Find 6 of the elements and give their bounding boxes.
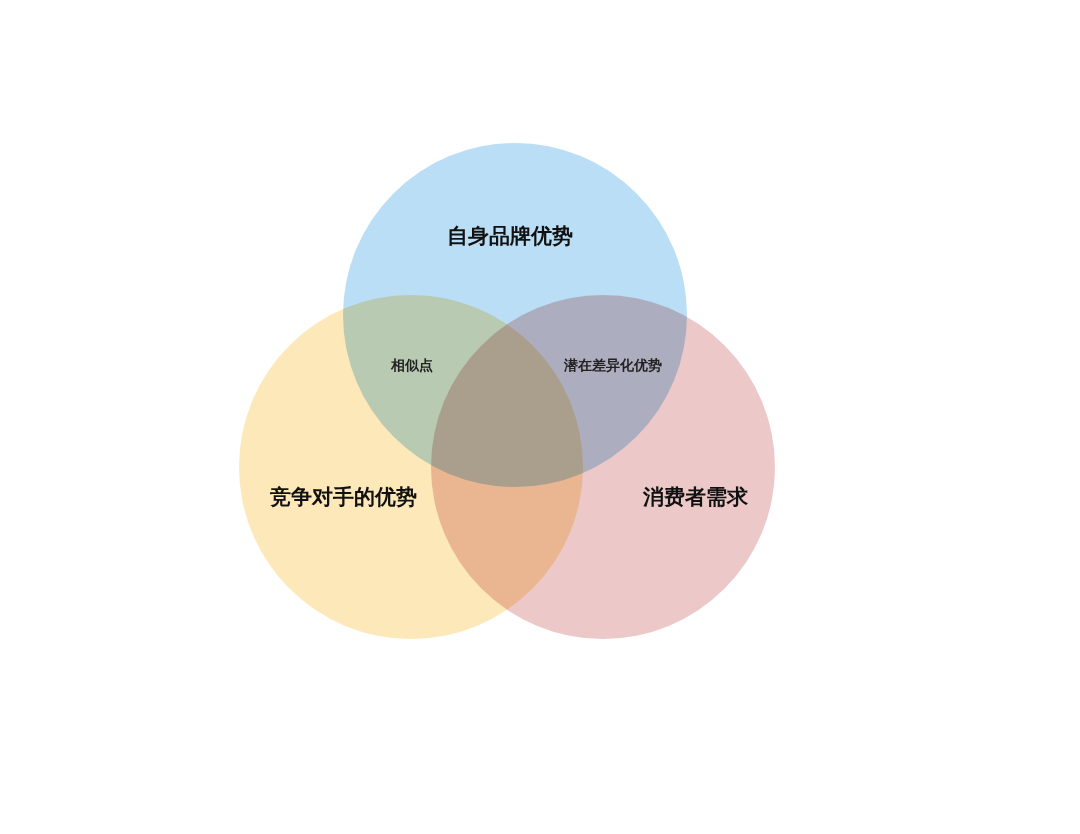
overlap-label: 潜在差异化优势: [564, 357, 662, 375]
circle-label: 竞争对手的优势: [269, 484, 417, 511]
venn-circle: [431, 295, 775, 639]
circle-label: 消费者需求: [642, 484, 748, 511]
overlap-label: 相似点: [391, 357, 433, 375]
circle-label: 自身品牌优势: [447, 223, 573, 250]
